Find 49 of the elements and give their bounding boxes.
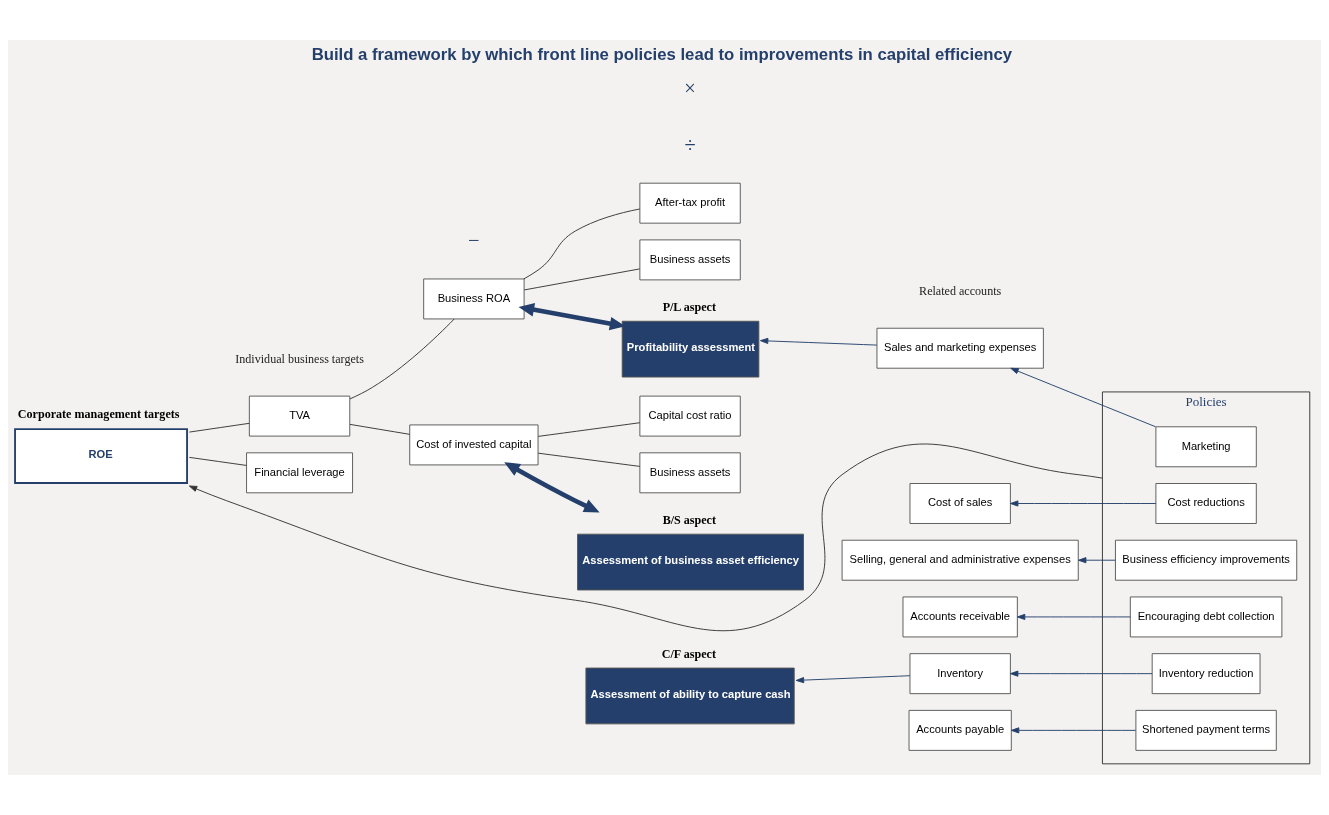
arrow bbox=[1010, 367, 1157, 428]
node-label: C/F aspect bbox=[661, 647, 716, 662]
node-box: Marketing bbox=[1155, 426, 1257, 468]
connector bbox=[349, 423, 411, 435]
node-box: Capital cost ratio bbox=[639, 395, 741, 437]
label: Related accounts bbox=[919, 283, 1002, 298]
connector bbox=[523, 268, 641, 291]
node-box: Cost of sales bbox=[909, 483, 1011, 524]
label: Individual business targets bbox=[235, 351, 364, 366]
node-box: Accounts receivable bbox=[902, 596, 1018, 638]
connector bbox=[349, 318, 455, 400]
arrow bbox=[1010, 500, 1157, 507]
label: − bbox=[468, 229, 480, 252]
arrow bbox=[795, 675, 911, 684]
node-label: Corporate management targets bbox=[17, 407, 180, 422]
node-box: Business ROA bbox=[423, 278, 525, 320]
connector bbox=[523, 208, 641, 280]
connector bbox=[188, 422, 250, 433]
connector bbox=[188, 456, 247, 466]
node-box: Selling, general and administrative expenses bbox=[841, 539, 1079, 581]
node-label: P/L aspect bbox=[662, 300, 716, 315]
diagram-title: Build a framework by which front line policies lead to improvements in capital efficiency bbox=[311, 44, 1013, 64]
node-box: Business assets bbox=[639, 239, 741, 281]
node-box: Encouraging debt collection bbox=[1129, 596, 1283, 638]
label: ÷ bbox=[684, 133, 696, 156]
node-box: Cost of invested capital bbox=[409, 424, 539, 466]
node-box: Business efficiency improvements bbox=[1115, 539, 1298, 581]
arrow bbox=[1010, 670, 1153, 677]
node-box: After-tax profit bbox=[639, 182, 741, 224]
node-box: Inventory reduction bbox=[1151, 653, 1261, 695]
arrow bbox=[1010, 727, 1136, 734]
node-box: Cost reductions bbox=[1155, 483, 1257, 524]
connector bbox=[537, 422, 641, 437]
arrow bbox=[759, 337, 878, 346]
node-box: Accounts payable bbox=[908, 709, 1012, 751]
node-box: Business assets bbox=[639, 452, 741, 494]
node-box: Financial leverage bbox=[246, 452, 354, 494]
arrow bbox=[518, 303, 626, 331]
node-box: Sales and marketing expenses bbox=[876, 327, 1044, 369]
connector bbox=[537, 452, 641, 467]
arrow bbox=[1078, 557, 1116, 564]
arrow bbox=[504, 462, 600, 513]
arrow bbox=[1016, 613, 1131, 620]
node-label: B/S aspect bbox=[662, 513, 716, 528]
node-box: Shortened payment terms bbox=[1135, 709, 1277, 751]
node-box: Inventory bbox=[909, 653, 1011, 695]
label: × bbox=[684, 76, 696, 99]
node-box: TVA bbox=[248, 395, 351, 437]
arrow bbox=[188, 443, 1103, 631]
